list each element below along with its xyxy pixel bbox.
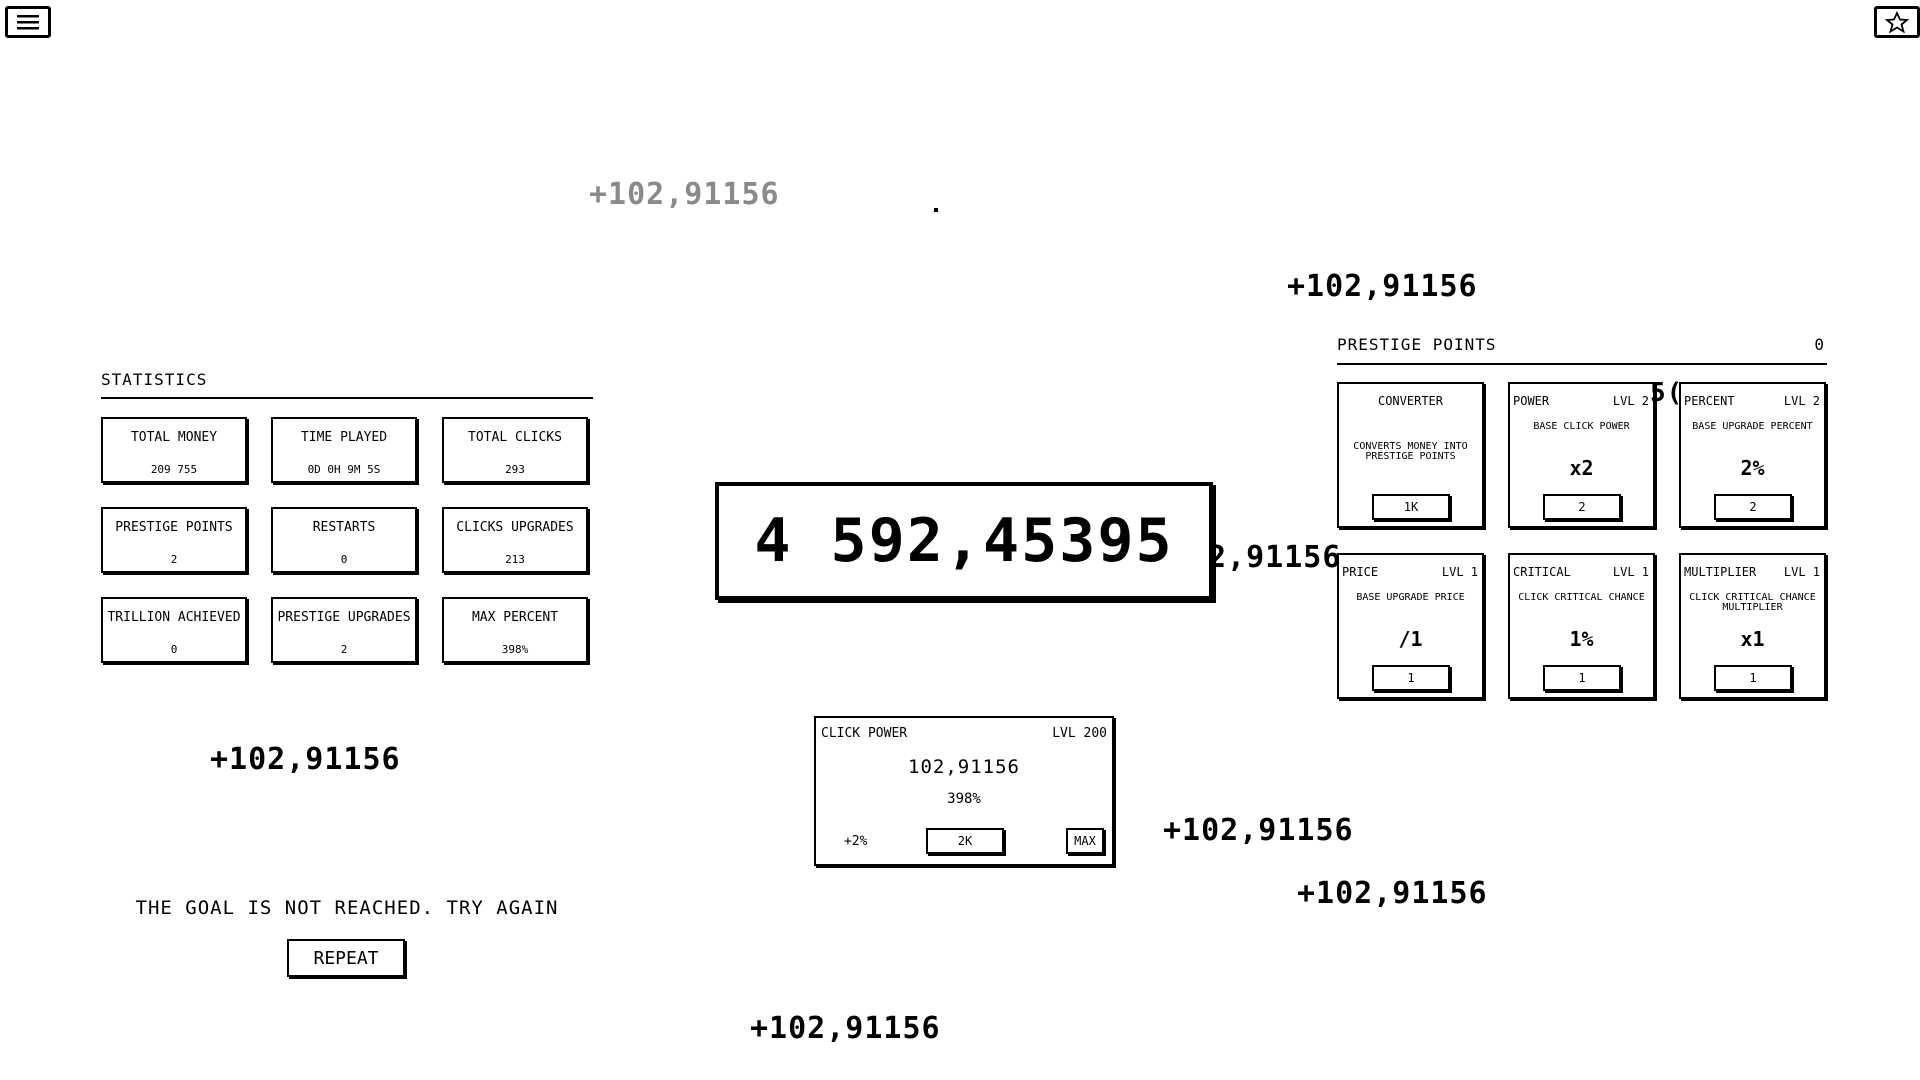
click-power-step: +2% [844,834,868,849]
stat-value: 213 [505,553,525,566]
stat-label: RESTARTS [312,520,376,535]
upgrade-effect: /1 [1398,627,1423,651]
floating-gain-fragment: 5( [1650,378,1684,408]
stat-value: 0 [170,643,178,656]
stat-value: 2 [340,643,348,656]
upgrade-effect: x2 [1569,456,1594,480]
menu-button[interactable] [5,6,51,38]
hamburger-menu-icon [17,15,39,30]
upgrade-price: PRICE LVL 1 BASE UPGRADE PRICE /1 1 [1337,553,1484,699]
upgrade-critical: CRITICAL LVL 1 CLICK CRITICAL CHANCE 1% … [1508,553,1655,699]
stat-label: CLICKS UPGRADES [456,520,574,535]
upgrade-level: LVL 1 [1441,565,1478,579]
stat-label: TRILLION ACHIEVED [107,610,241,625]
click-power-name: CLICK POWER [821,726,908,741]
stat-clicks-upgrades: CLICKS UPGRADES 213 [442,507,588,573]
upgrade-description: BASE CLICK POWER [1533,421,1630,432]
stat-trillion-achieved: TRILLION ACHIEVED 0 [101,597,247,663]
stat-value: 398% [501,643,529,656]
stat-value: 209 755 [150,463,198,476]
stat-total-money: TOTAL MONEY 209 755 [101,417,247,483]
star-icon [1884,11,1910,33]
upgrade-description: CONVERTS MONEY INTO PRESTIGE POINTS [1353,441,1468,462]
money-value: 4 592,45395 [754,506,1174,576]
stat-label: TOTAL CLICKS [468,430,562,445]
upgrade-description: CLICK CRITICAL CHANCE [1518,592,1645,603]
upgrade-effect: 1% [1569,627,1594,651]
multiplier-buy-button[interactable]: 1 [1714,665,1792,691]
upgrade-power: POWER LVL 2 BASE CLICK POWER x2 2 [1508,382,1655,528]
floating-gain: +102,91156 [1297,876,1488,911]
click-power-percent: 398% [947,791,981,807]
price-buy-button[interactable]: 1 [1372,665,1450,691]
critical-buy-button[interactable]: 1 [1543,665,1621,691]
upgrade-effect: 2% [1740,456,1765,480]
upgrade-multiplier: MULTIPLIER LVL 1 CLICK CRITICAL CHANCE M… [1679,553,1826,699]
upgrade-level: LVL 2 [1783,394,1820,408]
upgrade-name: MULTIPLIER [1684,565,1757,579]
stat-max-percent: MAX PERCENT 398% [442,597,588,663]
percent-buy-button[interactable]: 2 [1714,494,1792,520]
goal-message: THE GOAL IS NOT REACHED. TRY AGAIN [135,897,559,919]
click-power-level: LVL 200 [1052,726,1107,741]
floating-gain: +102,91156 [210,742,401,777]
floating-gain: +102,91156 [1163,813,1354,848]
stat-time-played: TIME PLAYED 0D 0H 9M 5S [271,417,417,483]
click-power-card: CLICK POWER LVL 200 102,91156 398% +2% 2… [814,716,1114,866]
stat-value: 0 [340,553,348,566]
prestige-header: PRESTIGE POINTS 0 [1337,335,1827,365]
click-power-buy-button[interactable]: 2K [926,828,1004,854]
upgrade-level: LVL 2 [1612,394,1649,408]
converter-buy-button[interactable]: 1K [1372,494,1450,520]
stat-label: PRESTIGE UPGRADES [277,610,411,625]
upgrade-name: CONVERTER [1377,394,1444,408]
stat-value: 2 [170,553,178,566]
upgrade-percent: PERCENT LVL 2 BASE UPGRADE PERCENT 2% 2 [1679,382,1826,528]
upgrade-name: PERCENT [1684,394,1735,408]
stat-restarts: RESTARTS 0 [271,507,417,573]
upgrade-level: LVL 1 [1783,565,1820,579]
statistics-title: STATISTICS [101,370,593,399]
power-buy-button[interactable]: 2 [1543,494,1621,520]
upgrade-name: PRICE [1342,565,1379,579]
stat-label: MAX PERCENT [471,610,559,625]
floating-gain: +102,91156 [1287,269,1478,304]
floating-gain: 2,91156 [1208,540,1342,575]
upgrade-name: CRITICAL [1513,565,1571,579]
click-power-max-button[interactable]: MAX [1066,828,1104,854]
upgrade-name: POWER [1513,394,1550,408]
stat-label: TOTAL MONEY [130,430,218,445]
floating-gain: +102,91156 [750,1011,941,1046]
floating-gain: +102,91156 [589,177,780,212]
upgrade-effect: x1 [1740,627,1765,651]
stat-value: 293 [505,463,525,476]
prestige-title: PRESTIGE POINTS [1337,335,1497,354]
upgrade-description: CLICK CRITICAL CHANCE MULTIPLIER [1689,592,1816,613]
repeat-button[interactable]: REPEAT [287,939,405,977]
upgrade-description: BASE UPGRADE PERCENT [1692,421,1813,432]
favorite-button[interactable] [1874,6,1920,38]
stat-prestige-upgrades: PRESTIGE UPGRADES 2 [271,597,417,663]
money-click-area[interactable]: 4 592,45395 [715,482,1213,600]
upgrade-description: BASE UPGRADE PRICE [1356,592,1465,603]
stat-label: PRESTIGE POINTS [115,520,233,535]
click-power-value: 102,91156 [908,756,1020,778]
particle-dot [934,208,938,212]
upgrade-level: LVL 1 [1612,565,1649,579]
stat-value: 0D 0H 9M 5S [307,463,381,476]
prestige-count: 0 [1814,335,1825,354]
upgrade-converter: CONVERTER CONVERTS MONEY INTO PRESTIGE P… [1337,382,1484,528]
stat-prestige-points: PRESTIGE POINTS 2 [101,507,247,573]
stat-label: TIME PLAYED [300,430,388,445]
stat-total-clicks: TOTAL CLICKS 293 [442,417,588,483]
